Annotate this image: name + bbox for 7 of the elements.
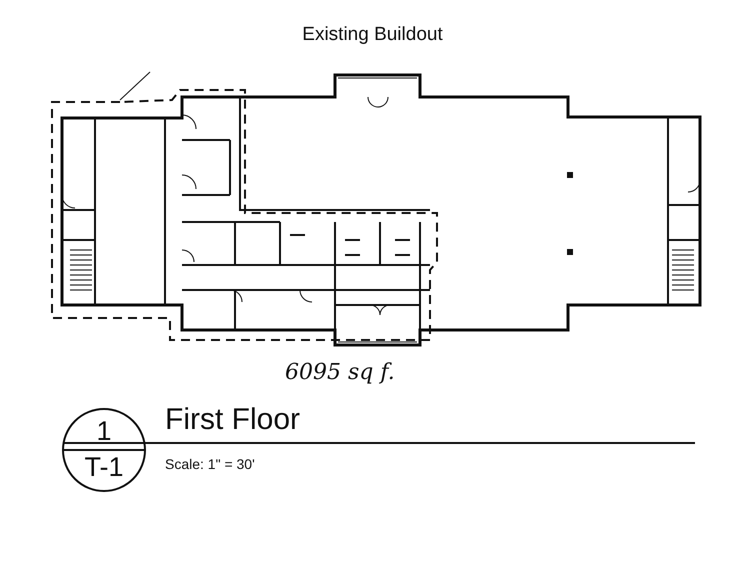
sheet-reference-circle (62, 408, 146, 492)
drawing-title: Existing Buildout (301, 24, 444, 46)
scale-note: Scale: 1" = 30' (165, 456, 255, 472)
area-note: 6095 sq f. (285, 360, 395, 385)
detail-number: 1 (95, 416, 113, 447)
sheet-number: T-1 (83, 452, 124, 483)
drawing-name: First Floor (165, 403, 300, 437)
